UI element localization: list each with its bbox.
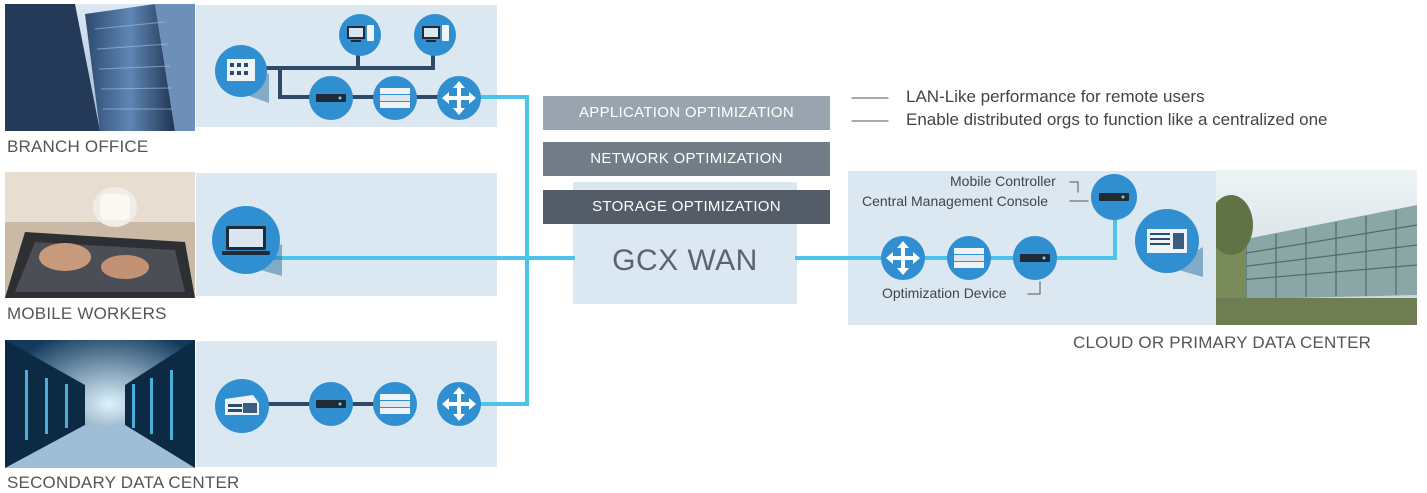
secondary-datacenter-icon (213, 377, 271, 440)
branch-switch-icon (308, 75, 354, 126)
primary-storage-appliance-icon (946, 235, 992, 286)
optimization-device-label: Optimization Device (882, 285, 1007, 301)
secondary-datacenter-label: SECONDARY DATA CENTER (7, 473, 240, 492)
secondary-router-icon (436, 381, 482, 432)
storage-optimization-box: STORAGE OPTIMIZATION (543, 190, 830, 224)
branch-router-icon (436, 75, 482, 126)
mobile-workers-photo (5, 172, 195, 298)
primary-router-icon (880, 235, 926, 286)
secondary-storage-appliance-icon (372, 381, 418, 432)
benefit-note-1: LAN-Like performance for remote users (906, 87, 1205, 106)
branch-building-icon (213, 43, 269, 108)
primary-datacenter-label: CLOUD OR PRIMARY DATA CENTER (1073, 333, 1372, 352)
branch-storage-appliance-icon (372, 75, 418, 126)
primary-controller-icon (1090, 173, 1138, 226)
branch-office-photo (5, 4, 195, 131)
network-optimization-box: NETWORK OPTIMIZATION (543, 142, 830, 176)
mobile-workers-label: MOBILE WORKERS (7, 304, 167, 323)
primary-optimization-device-icon (1012, 235, 1058, 286)
application-optimization-box: APPLICATION OPTIMIZATION (543, 96, 830, 130)
mobile-laptop-icon (210, 204, 282, 281)
branch-office-label: BRANCH OFFICE (7, 137, 149, 156)
mobile-controller-label: Mobile Controller (950, 173, 1056, 189)
central-console-label: Central Management Console (862, 193, 1048, 209)
branch-workstation-icon-1 (338, 13, 382, 62)
secondary-switch-icon (308, 381, 354, 432)
primary-datacenter-photo (1216, 170, 1417, 325)
primary-server-rack-icon (1133, 207, 1203, 282)
benefit-note-2: Enable distributed orgs to function like… (906, 110, 1328, 129)
branch-workstation-icon-2 (413, 13, 457, 62)
gcx-wan-label: GCX WAN (612, 244, 758, 277)
secondary-datacenter-photo (5, 340, 195, 468)
